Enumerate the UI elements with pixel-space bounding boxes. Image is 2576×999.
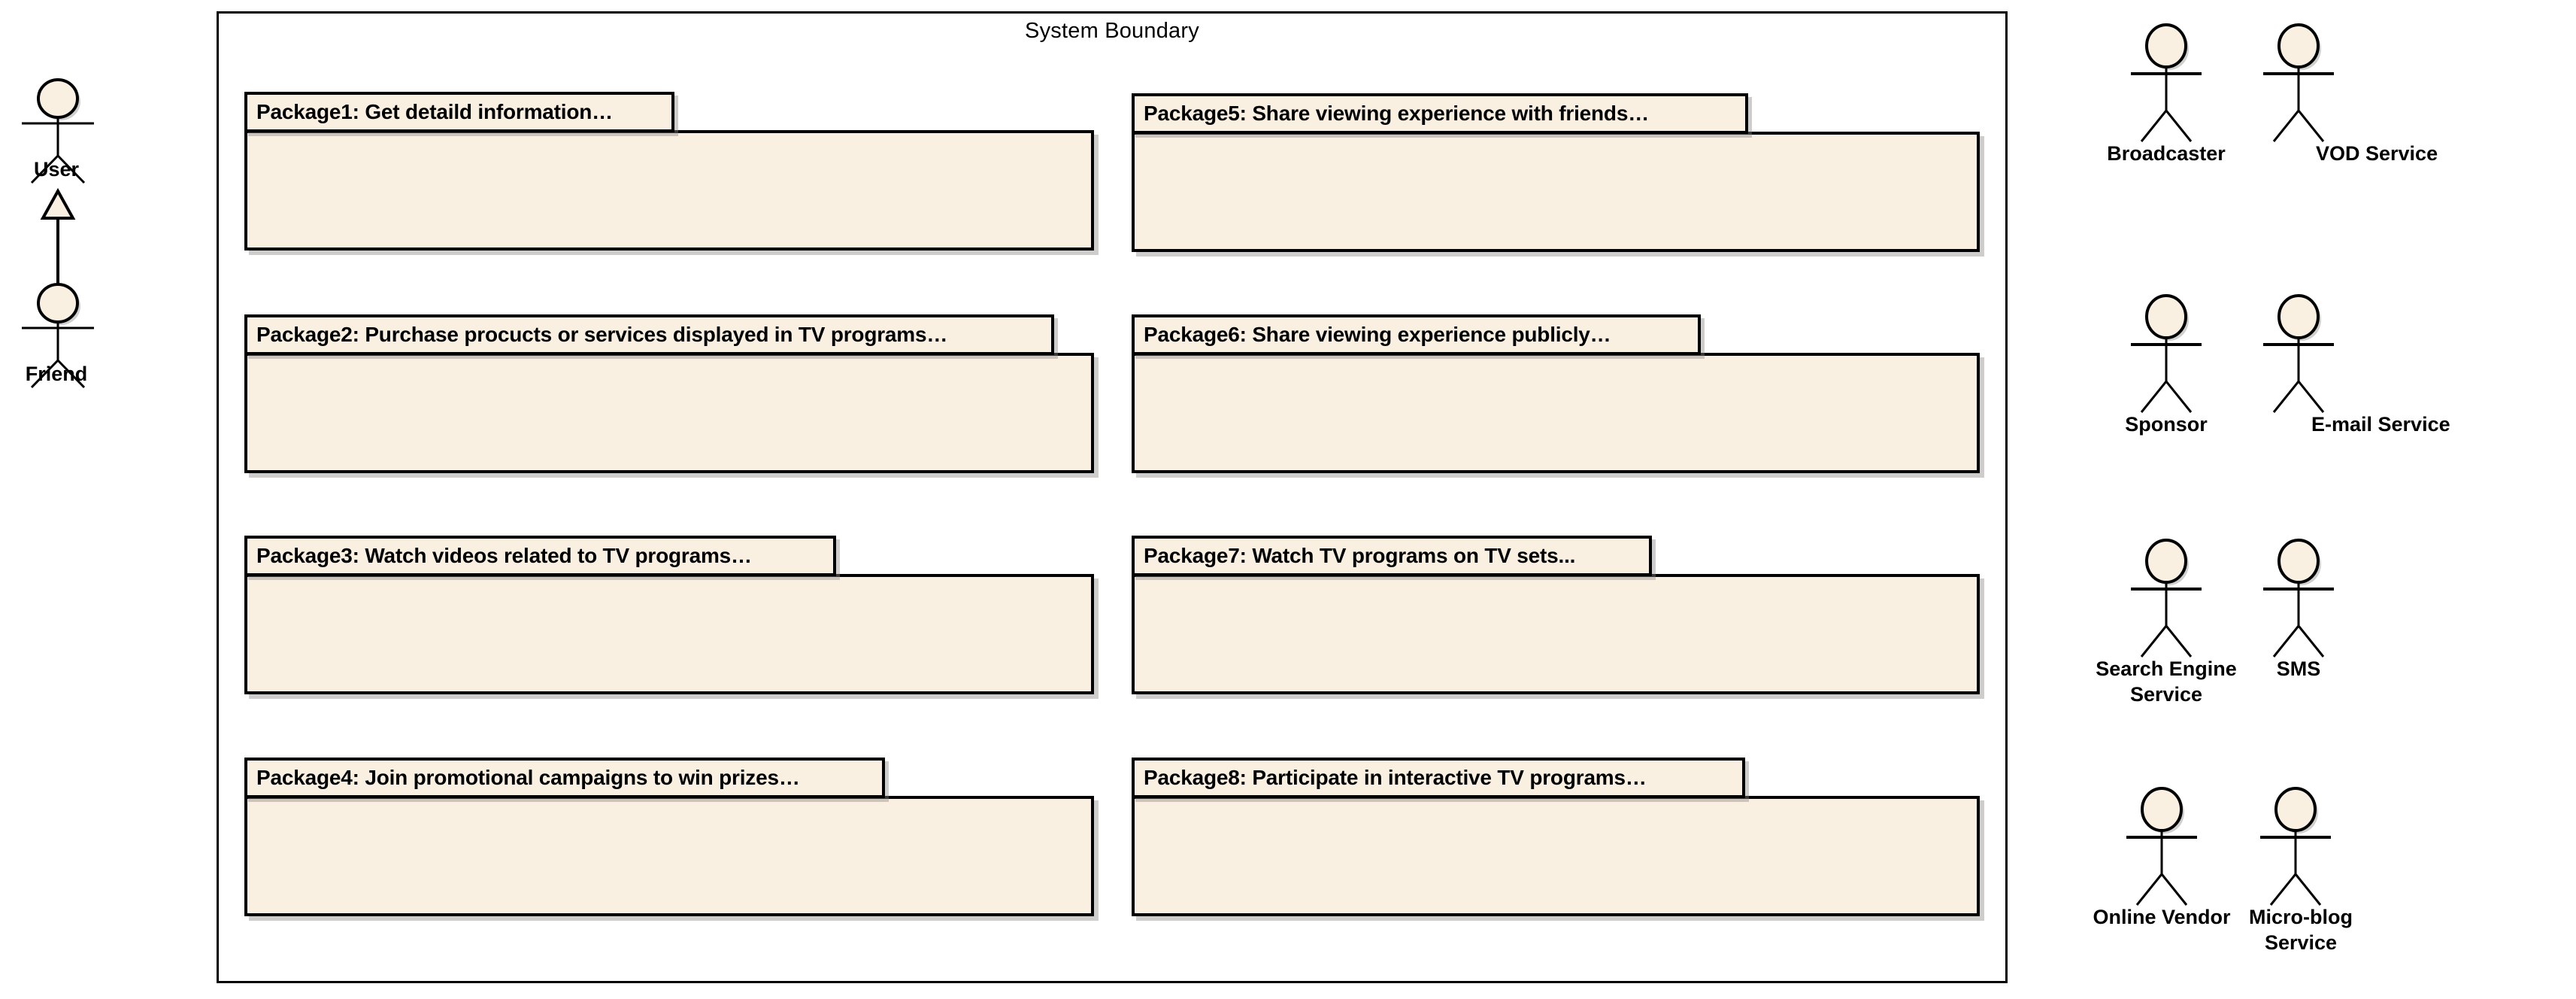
actor-label: Friend (25, 363, 88, 385)
actor-label: E-mail Service (2311, 413, 2450, 436)
package-label: Package6: Share viewing experience publi… (1144, 323, 1611, 346)
actor-label: SMS (2276, 657, 2321, 680)
package-tab[interactable]: Package3: Watch videos related to TV pro… (244, 536, 836, 576)
actor-label: VOD Service (2316, 142, 2438, 165)
package-label: Package3: Watch videos related to TV pro… (256, 544, 752, 567)
package-label: Package8: Participate in interactive TV … (1144, 766, 1647, 789)
package-tab[interactable]: Package6: Share viewing experience publi… (1132, 314, 1701, 355)
package-tab[interactable]: Package1: Get detaild information… (244, 92, 674, 132)
package-tab[interactable]: Package7: Watch TV programs on TV sets..… (1132, 536, 1652, 576)
package-body (1132, 796, 1980, 916)
package-tab[interactable]: Package8: Participate in interactive TV … (1132, 758, 1745, 798)
package-label: Package2: Purchase procucts or services … (256, 323, 948, 346)
actor-label: Sponsor (2125, 413, 2208, 436)
actor-label: Search Engine Service (2096, 657, 2237, 706)
package-tab[interactable]: Package2: Purchase procucts or services … (244, 314, 1054, 355)
package-body (244, 130, 1094, 251)
system-boundary-title: System Boundary (1025, 19, 1199, 43)
package-label: Package1: Get detaild information… (256, 100, 613, 123)
actor-label: Online Vendor (2093, 906, 2231, 928)
package-body (1132, 353, 1980, 473)
actor-label: Micro-blog Service (2249, 906, 2353, 954)
actor-label: Broadcaster (2107, 142, 2226, 165)
package-body (1132, 132, 1980, 252)
package-body (244, 574, 1094, 694)
package-tab[interactable]: Package4: Join promotional campaigns to … (244, 758, 885, 798)
package-body (1132, 574, 1980, 694)
package-label: Package7: Watch TV programs on TV sets..… (1144, 544, 1576, 567)
package-tab[interactable]: Package5: Share viewing experience with … (1132, 93, 1748, 134)
package-body (244, 796, 1094, 916)
actor-label: User (33, 158, 80, 181)
package-body (244, 353, 1094, 473)
package-label: Package4: Join promotional campaigns to … (256, 766, 800, 789)
package-label: Package5: Share viewing experience with … (1144, 102, 1649, 125)
